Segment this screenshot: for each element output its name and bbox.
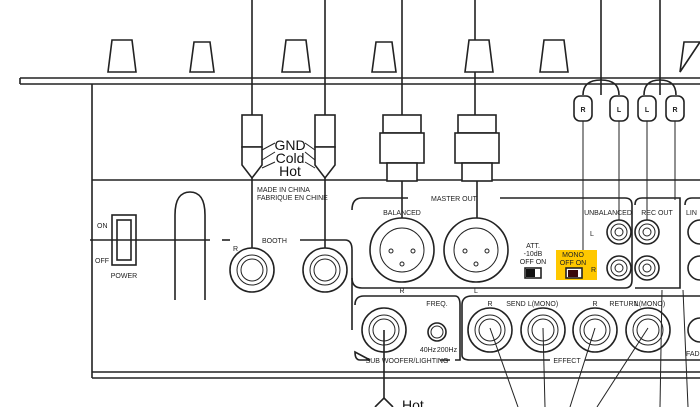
send-r-label: R xyxy=(487,301,492,308)
plug-tip xyxy=(374,396,394,407)
freq-knob[interactable] xyxy=(427,322,447,342)
fader-knob[interactable] xyxy=(687,317,700,343)
rec-out-jacks[interactable] xyxy=(634,219,660,281)
hot-bottom-label: Hot xyxy=(402,397,424,407)
freq-label: FREQ. xyxy=(426,301,447,308)
rec-out-frame xyxy=(634,197,681,289)
att-off-on-label: OFF ON xyxy=(520,259,546,266)
booth-r-label: R xyxy=(233,246,238,253)
power-on-label: ON xyxy=(97,223,108,230)
booth-title: BOOTH xyxy=(262,238,287,245)
line-jack[interactable] xyxy=(687,219,700,245)
mono-off-on-label: OFF ON xyxy=(560,260,586,267)
rca-plugs xyxy=(573,79,685,280)
booth-frame xyxy=(90,239,353,330)
effect-label: EFFECT xyxy=(553,358,581,365)
fabrique-en-chine: FABRIQUE EN CHINE xyxy=(257,195,328,202)
return-r-label: R xyxy=(592,301,597,308)
effect-frame xyxy=(461,295,700,361)
xlr-plugs xyxy=(379,114,500,250)
rca-plug-r2: R xyxy=(672,107,677,114)
return-l-label: L(MONO) xyxy=(635,301,665,308)
booth-jacks[interactable] xyxy=(229,247,348,293)
rec-out-label: REC OUT xyxy=(641,210,673,217)
line-jack[interactable] xyxy=(687,255,700,281)
power-cord-outlet xyxy=(174,191,206,300)
att-switch[interactable] xyxy=(524,267,542,279)
send-label: SEND xyxy=(506,301,525,308)
power-label: POWER xyxy=(111,273,137,280)
unbalanced-label: UNBALANCED xyxy=(584,210,632,217)
unbalanced-jacks[interactable] xyxy=(606,219,632,281)
send-l-label: L(MONO) xyxy=(528,301,558,308)
master-l-label: L xyxy=(474,288,478,295)
sub-frame xyxy=(354,295,461,361)
knobs xyxy=(107,39,700,73)
freq-200hz: 200Hz xyxy=(437,347,458,354)
balanced-label: BALANCED xyxy=(383,210,421,217)
rca-plug-l2: L xyxy=(645,107,650,114)
line-frame xyxy=(684,197,700,206)
hot-label: Hot xyxy=(279,163,301,179)
power-off-label: OFF xyxy=(95,258,109,265)
master-r-label: R xyxy=(399,288,404,295)
xlr-jacks[interactable] xyxy=(369,217,509,283)
rca-plug-r1: R xyxy=(580,107,585,114)
top-plate xyxy=(19,77,700,85)
freq-40hz: 40Hz xyxy=(420,347,437,354)
return-label: RETURN xyxy=(609,301,638,308)
master-out-frame xyxy=(351,197,633,289)
effect-cables xyxy=(489,289,689,407)
gnd-label: GND xyxy=(274,137,305,153)
cables xyxy=(251,0,661,115)
cold-label: Cold xyxy=(276,150,305,166)
rca-plug-l1: L xyxy=(617,107,622,114)
mono-switch[interactable] xyxy=(565,267,583,279)
mono-r-label: R xyxy=(591,267,596,274)
mono-label: MONO xyxy=(562,252,584,259)
fader-label: FAD xyxy=(686,351,700,358)
master-out-title: MASTER OUT xyxy=(431,196,478,203)
line-label: LIN xyxy=(686,210,697,217)
effect-jacks[interactable] xyxy=(467,307,671,353)
made-in-china: MADE IN CHINA xyxy=(257,187,310,194)
att-db-label: -10dB xyxy=(524,251,543,258)
trs-plugs xyxy=(241,114,336,270)
sub-label: SUB WOOFER/LIGHTING xyxy=(366,358,449,365)
att-label: ATT. xyxy=(526,243,540,250)
chassis xyxy=(91,84,700,379)
unbalanced-l-label: L xyxy=(590,231,594,238)
